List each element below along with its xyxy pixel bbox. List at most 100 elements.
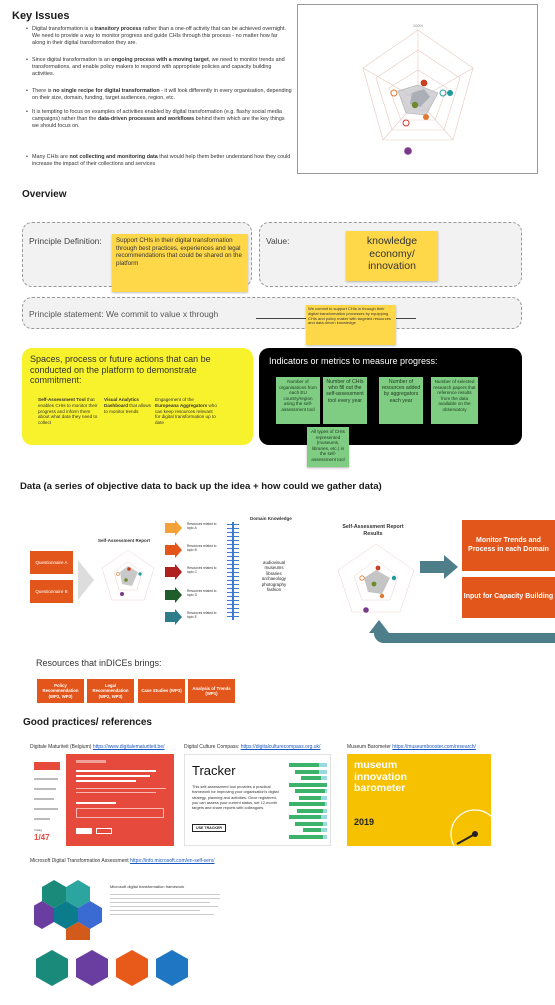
domain-item: fashion	[266, 587, 282, 593]
principle-statement-label: Principle statement: We commit to value …	[29, 309, 219, 319]
value-label: Value:	[266, 236, 290, 246]
domain-tick	[227, 528, 239, 529]
ref-link[interactable]: https://digitalculturecompass.org.uk/	[240, 744, 321, 750]
domain-item: libraries	[266, 570, 282, 576]
domain-tick	[227, 576, 239, 577]
domain-tick	[227, 596, 239, 597]
spaces-item: Self-Assessment Tool that enables CHIs t…	[38, 397, 98, 426]
domain-tick	[227, 572, 239, 573]
resource-arrow-head	[175, 520, 182, 536]
indicator-note: Number of CHIs who fill out the self-ass…	[323, 377, 367, 424]
ms-title: Microsoft digital transformation framewo…	[110, 884, 185, 889]
sa-report-title: Self-Assessment Report	[98, 538, 151, 543]
tracker-bar	[295, 769, 319, 774]
resource-label: Resources related to topic A	[187, 522, 217, 530]
key-issue-bullet: Many CHIs are not collecting and monitor…	[26, 154, 292, 168]
key-issues-title: Key Issues	[12, 10, 70, 22]
domain-tick	[227, 580, 239, 581]
resource-arrow-head	[175, 564, 182, 580]
tracker-bar	[299, 795, 321, 800]
resource-arrow	[165, 523, 175, 533]
principle-statement-note: We commit to support CHIs in through the…	[306, 305, 396, 345]
indicators-title: Indicators or metrics to measure progres…	[269, 356, 438, 366]
domain-tick	[227, 612, 239, 613]
domain-tick	[227, 532, 239, 533]
monitor-trends-box: Monitor Trends and Process in each Domai…	[462, 520, 555, 571]
indicator-note: Number of organisations from each EU cou…	[276, 377, 320, 424]
resource-label: Resources related to topic C	[187, 566, 217, 574]
domain-item: museums	[264, 565, 284, 571]
sa-results-radar	[337, 543, 415, 613]
tracker-bar-remainder	[325, 789, 327, 793]
indicator-note-extra: All types of CHIs represented (museums, …	[307, 427, 349, 467]
use-tracker-button[interactable]: USE TRACKER	[192, 824, 226, 832]
digitale-maturiteit-thumb: Vraag 1/47	[30, 754, 174, 846]
domain-knowledge-title: Domain Knowledge	[250, 516, 292, 521]
dm-logo	[34, 762, 60, 770]
tracker-bar	[297, 808, 323, 813]
key-issue-bullet: Since digital transformation is an ongoi…	[26, 57, 292, 79]
domain-tick	[227, 560, 239, 561]
domain-item: audiovisual	[263, 560, 285, 565]
data-title: Data (a series of objective data to back…	[20, 481, 382, 492]
ref-link[interactable]: https://info.microsoft.com/en-self-serv/	[130, 858, 215, 864]
barometer-year: 2019	[354, 817, 375, 827]
domain-tick	[227, 524, 239, 525]
dm-counter: 1/47	[34, 833, 50, 842]
hexagon-row	[36, 950, 188, 986]
tracker-text: This self-assessment tool provides a pra…	[192, 784, 279, 811]
tracker-bar	[289, 834, 323, 839]
tracker-bar	[295, 821, 323, 826]
resource-label: Resources related to topic E	[187, 611, 217, 619]
resource-arrow	[165, 612, 175, 622]
domain-tick	[227, 616, 239, 617]
radar-label: 100%	[413, 23, 424, 28]
principle-statement-box: Principle statement: We commit to value …	[22, 297, 522, 329]
domain-tick	[227, 552, 239, 553]
tracker-bar-remainder	[321, 795, 327, 800]
domain-tick	[227, 536, 239, 537]
radar-point	[402, 119, 410, 127]
resource-arrow-head	[175, 609, 182, 625]
tracker-bar	[301, 776, 321, 780]
feedback-loop	[374, 633, 555, 643]
resources-title: Resources that inDICEs brings:	[36, 658, 162, 668]
tracker-bar	[303, 828, 321, 832]
tracker-bar-remainder	[321, 815, 327, 819]
flow-arrow	[78, 560, 94, 600]
questionnaire-a: Questionnaire A	[30, 551, 73, 574]
spaces-item: Engagement of the Europeana Aggregators …	[155, 397, 217, 426]
tracker-bar	[289, 802, 325, 806]
overview-title: Overview	[22, 189, 67, 200]
domain-item: photography	[261, 581, 287, 587]
domain-tick	[227, 556, 239, 557]
tracker-bar	[289, 782, 327, 787]
tracker-bar	[295, 789, 325, 793]
tracker-bar-remainder	[323, 821, 327, 826]
resource-arrow	[165, 545, 175, 555]
radar-point	[420, 79, 428, 87]
ref-link[interactable]: https://museumbooster.com/research/	[392, 744, 476, 750]
resource-box: Legal Recommendation (WP2, WP3)	[87, 679, 134, 703]
arrow-head	[444, 555, 458, 579]
key-issue-bullet: There is no single recipe for digital tr…	[26, 88, 292, 102]
feedback-arrow-head	[369, 620, 389, 633]
ref-link[interactable]: https://www.digitalematuriteit.be/	[92, 744, 165, 750]
microsoft-thumb: Microsoft digital transformation framewo…	[30, 872, 230, 1004]
ref-microsoft: Microsoft Digital Transformation Assessm…	[30, 858, 215, 864]
domain-tick	[227, 592, 239, 593]
radar-chart-frame: 100%	[297, 4, 538, 174]
tracker-thumb: Tracker This self-assessment tool provid…	[184, 754, 331, 846]
radar-point	[390, 89, 398, 97]
resource-box: Analysis of Trends (WP1)	[188, 679, 235, 703]
arrow-shaft	[420, 561, 444, 573]
good-practices-title: Good practices/ references	[23, 717, 152, 728]
gauge-icon	[450, 809, 491, 846]
spaces-item: Visual Analytics Dashboard that allows t…	[104, 397, 151, 414]
key-issue-bullet: It is tempting to focus on examples of a…	[26, 109, 292, 131]
principle-definition-note: Support CHIs in their digital transforma…	[112, 234, 248, 292]
resource-box: Policy Recommendation (WP2, WP3)	[37, 679, 84, 703]
principle-definition-label: Principle Definition:	[29, 236, 102, 246]
resource-arrow	[165, 567, 175, 577]
